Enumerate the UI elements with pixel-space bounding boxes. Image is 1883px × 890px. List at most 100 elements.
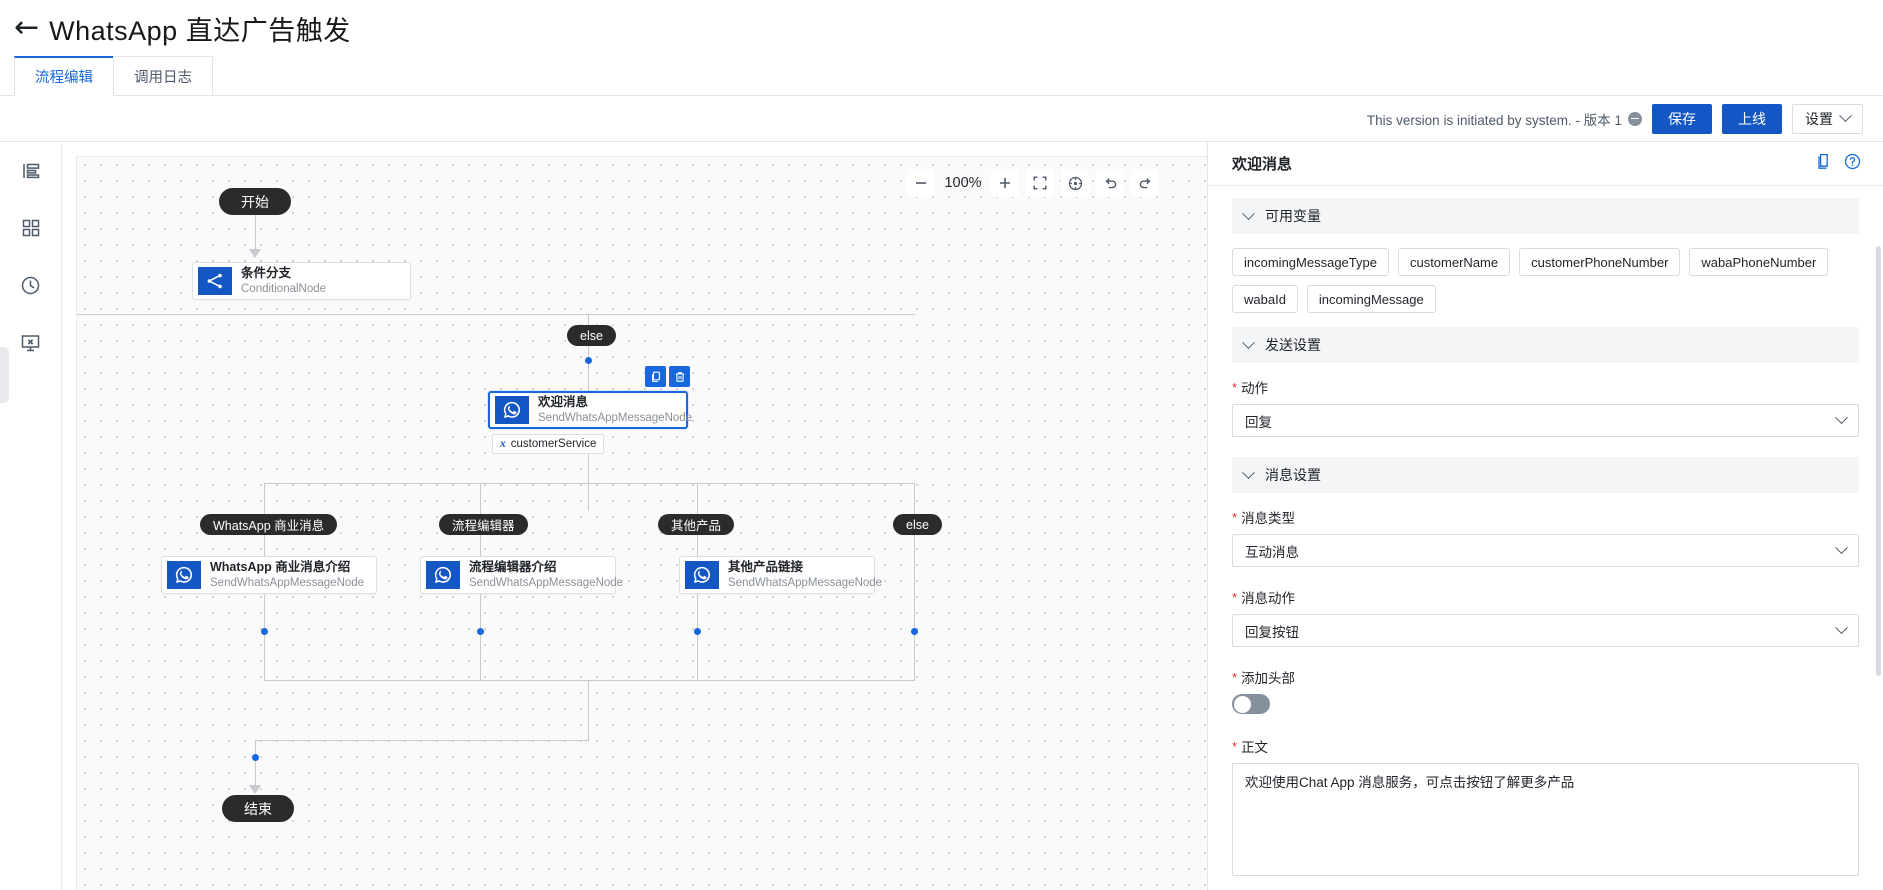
flow-canvas[interactable]: 100% [76,156,1207,890]
message-action-value: 回复按钮 [1245,624,1299,640]
chevron-down-icon [1839,109,1852,123]
chevron-down-icon [1835,541,1848,555]
edge-to-end-h [255,740,589,742]
node-conditional[interactable]: 条件分支 ConditionalNode [192,262,411,300]
variable-tag[interactable]: incomingMessage [1306,285,1436,313]
node-leaf-2-text: 流程编辑器介绍 SendWhatsAppMessageNode [469,560,633,590]
action-label: * 动作 [1232,377,1859,397]
required-marker: * [1232,669,1238,685]
back-arrow-icon[interactable]: ← [14,10,40,45]
help-circle-icon[interactable] [1844,153,1861,175]
monitor-close-icon[interactable] [16,327,46,357]
edge-end-v [255,740,257,792]
branch-label-4[interactable]: else [893,514,942,535]
zoom-level: 100% [944,175,982,191]
node-leaf-1-text: WhatsApp 商业消息介绍 SendWhatsAppMessageNode [210,560,374,590]
copy-icon[interactable] [645,366,666,387]
minus-icon[interactable] [907,169,935,197]
section-send-settings[interactable]: 发送设置 [1232,327,1859,363]
panel-header-actions [1816,153,1861,175]
undo-icon[interactable] [1096,169,1124,197]
section-message-settings[interactable]: 消息设置 [1232,457,1859,493]
node-leaf-flow-editor-intro[interactable]: 流程编辑器介绍 SendWhatsAppMessageNode [420,556,623,594]
whatsapp-icon [167,561,201,589]
node-variable-chip[interactable]: x customerService [492,434,605,454]
variable-tag[interactable]: wabaId [1232,285,1298,313]
edge-dot [694,628,701,635]
message-type-label: * 消息类型 [1232,507,1859,527]
action-select[interactable]: 回复 [1232,404,1859,437]
redo-icon[interactable] [1131,169,1159,197]
variable-tag[interactable]: wabaPhoneNumber [1689,248,1829,276]
grid-components-icon[interactable] [16,213,46,243]
edge-dot [585,357,592,364]
variable-label: customerService [510,438,597,450]
branch-label-1[interactable]: WhatsApp 商业消息 [200,514,338,535]
page-header: ← WhatsApp 直达广告触发 [0,0,1883,56]
publish-button[interactable]: 上线 [1722,103,1782,134]
node-end[interactable]: 结束 [222,795,294,822]
branch-label-3[interactable]: 其他产品 [658,514,735,535]
trash-icon[interactable] [669,366,690,387]
message-action-select[interactable]: 回复按钮 [1232,614,1859,647]
fit-screen-icon[interactable] [1026,169,1054,197]
message-type-select[interactable]: 互动消息 [1232,534,1859,567]
node-title: 条件分支 [241,266,292,280]
chevron-down-icon [1242,465,1255,479]
variable-tag[interactable]: incomingMessageType [1232,248,1389,276]
node-title: 流程编辑器介绍 [469,560,557,574]
branch-label-2[interactable]: 流程编辑器 [439,514,528,535]
add-header-label: * 添加头部 [1232,667,1859,687]
tab-call-logs[interactable]: 调用日志 [113,56,213,95]
toggle-knob [1233,695,1251,713]
node-title: WhatsApp 商业消息介绍 [210,560,351,574]
panel-content[interactable]: 可用变量 incomingMessageType customerName cu… [1208,186,1883,890]
label-text: 正文 [1241,740,1269,755]
panel-title: 欢迎消息 [1232,156,1293,173]
arrowhead [249,785,261,794]
label-text: 消息类型 [1241,511,1296,526]
node-start[interactable]: 开始 [219,188,291,215]
required-marker: * [1232,589,1238,605]
editor-toolbar: This version is initiated by system. - 版… [0,96,1883,142]
tab-bar: 流程编辑 调用日志 [0,56,1883,96]
outline-list-icon[interactable] [16,156,46,186]
node-leaf-other-products[interactable]: 其他产品链接 SendWhatsAppMessageNode [679,556,882,594]
settings-button[interactable]: 设置 [1792,103,1863,134]
section-heading: 发送设置 [1265,337,1321,353]
center-target-icon[interactable] [1061,169,1089,197]
label-text: 添加头部 [1241,671,1296,686]
node-leaf-whatsapp-intro[interactable]: WhatsApp 商业消息介绍 SendWhatsAppMessageNode [161,556,377,594]
node-leaf-3-text: 其他产品链接 SendWhatsAppMessageNode [728,560,892,590]
variable-tag[interactable]: customerName [1397,248,1511,276]
body-textarea[interactable]: 欢迎使用Chat App 消息服务，可点击按钮了解更多产品 [1232,763,1859,876]
editor-body: 100% [0,142,1883,890]
section-available-variables[interactable]: 可用变量 [1232,198,1859,234]
clock-history-icon[interactable] [16,270,46,300]
chevron-down-icon [1835,411,1848,425]
variable-tag[interactable]: customerPhoneNumber [1519,248,1681,276]
node-title: 其他产品链接 [728,560,804,574]
chevron-down-icon [1242,335,1255,349]
edge-else-to-welcome [588,314,590,416]
branch-icon [198,267,232,295]
node-welcome-text: 欢迎消息 SendWhatsAppMessageNode [538,395,702,425]
panel-scrollbar[interactable] [1876,246,1881,676]
plus-icon[interactable] [991,169,1019,197]
copy-doc-icon[interactable] [1816,153,1832,175]
required-marker: * [1232,379,1238,395]
whatsapp-icon [685,561,719,589]
edge-welcome-to-branches [588,451,590,511]
edge-branch-bar-top [77,314,915,316]
panel-collapse-handle[interactable] [0,347,9,403]
node-welcome-message[interactable]: 欢迎消息 SendWhatsAppMessageNode [488,391,692,429]
save-button[interactable]: 保存 [1652,103,1712,134]
node-subtitle: SendWhatsAppMessageNode [728,576,883,589]
branch-label-else-top[interactable]: else [567,325,616,346]
canvas-wrapper: 100% [62,142,1207,890]
minus-circle-icon [1628,111,1642,126]
add-header-toggle[interactable] [1232,694,1270,714]
left-rail [0,142,62,890]
tab-flow-editor[interactable]: 流程编辑 [14,56,114,96]
